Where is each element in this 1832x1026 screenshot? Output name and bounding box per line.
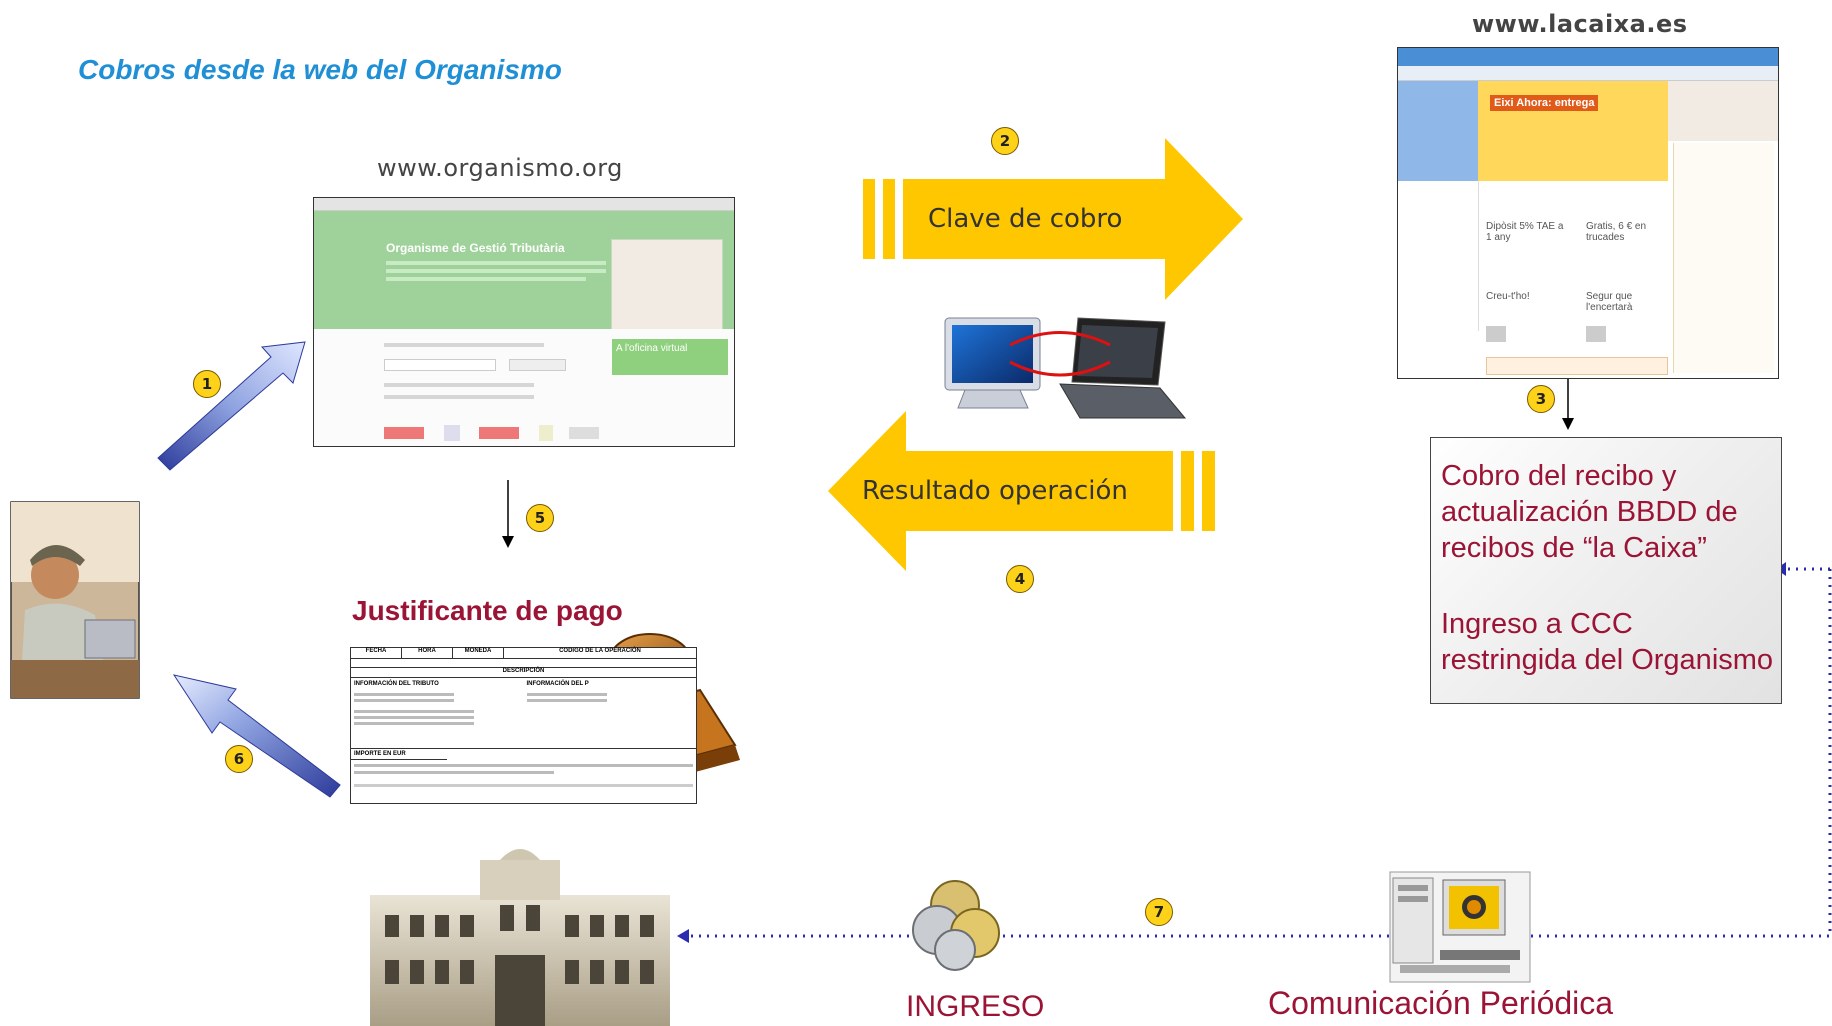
justificante-title: Justificante de pago — [352, 595, 623, 626]
justificante-right-head: INFORMACIÓN DEL P — [526, 681, 589, 687]
step-badge-6: 6 — [225, 745, 253, 773]
building-illustration — [370, 849, 670, 1026]
step-badge-3: 3 — [1527, 385, 1555, 413]
clave-label: Clave de cobro — [928, 204, 1123, 234]
justificante-left-head: INFORMACIÓN DEL TRIBUTO — [354, 681, 439, 687]
justificante-importe: IMPORTE EN EUR — [351, 749, 447, 760]
lacaixa-website-screenshot: Eixi Ahora: entrega Dipòsit 5% TAE a 1 a… — [1397, 47, 1779, 379]
coins-illustration — [912, 880, 1000, 971]
step-badge-7: 7 — [1145, 898, 1173, 926]
recibo-box: Cobro del recibo y actualización BBDD de… — [1430, 437, 1782, 704]
organismo-site-header: Organisme de Gestió Tributària — [386, 241, 565, 255]
resultado-label: Resultado operación — [862, 476, 1128, 506]
lacaixa-url: www.lacaixa.es — [1472, 10, 1688, 38]
col-hora: HORA — [402, 648, 453, 658]
clave-arrow — [863, 138, 1243, 300]
recibo-line-2: Ingreso a CCC restringida del Organismo — [1441, 608, 1774, 676]
page-title: Cobros desde la web del Organismo — [78, 54, 562, 85]
step-badge-4: 4 — [1006, 565, 1034, 593]
col-moneda: MONEDA — [453, 648, 504, 658]
step-badge-5: 5 — [526, 504, 554, 532]
justificante-desc: DESCRIPCIÓN — [351, 668, 696, 678]
comunicacion-label: Comunicación Periódica — [1268, 985, 1614, 1021]
computers-illustration — [944, 317, 1187, 419]
organismo-website-screenshot: Organisme de Gestió Tributària A l'ofici… — [313, 197, 735, 447]
blue-arrow-6 — [172, 674, 341, 798]
step-badge-1: 1 — [193, 370, 221, 398]
lacaixa-card-2: Gratis, 6 € en trucades — [1586, 221, 1647, 243]
user-photo — [10, 501, 140, 699]
col-codigo: CODIGO DE LA OPERACIÓN — [559, 648, 641, 654]
resultado-arrow — [828, 411, 1215, 571]
ingreso-label: INGRESO — [906, 990, 1045, 1023]
organismo-url: www.organismo.org — [377, 154, 623, 182]
server-illustration — [1389, 871, 1531, 983]
col-fecha: FECHA — [351, 648, 402, 658]
step-badge-2: 2 — [991, 127, 1019, 155]
recibo-line-1: Cobro del recibo y actualización BBDD de… — [1441, 460, 1738, 564]
lacaixa-card-1: Dipòsit 5% TAE a 1 any — [1486, 221, 1564, 243]
blue-arrow-1 — [157, 341, 306, 471]
justificante-document: FECHA HORA MONEDA CODIGO DE LA OPERACIÓN… — [350, 647, 697, 804]
lacaixa-promo: Eixi Ahora: entrega — [1490, 95, 1599, 111]
lacaixa-card-4: Segur que l'encertarà — [1586, 291, 1633, 313]
organismo-site-promo: A l'oficina virtual — [612, 339, 728, 375]
lacaixa-card-3: Creu-t'ho! — [1486, 291, 1530, 302]
